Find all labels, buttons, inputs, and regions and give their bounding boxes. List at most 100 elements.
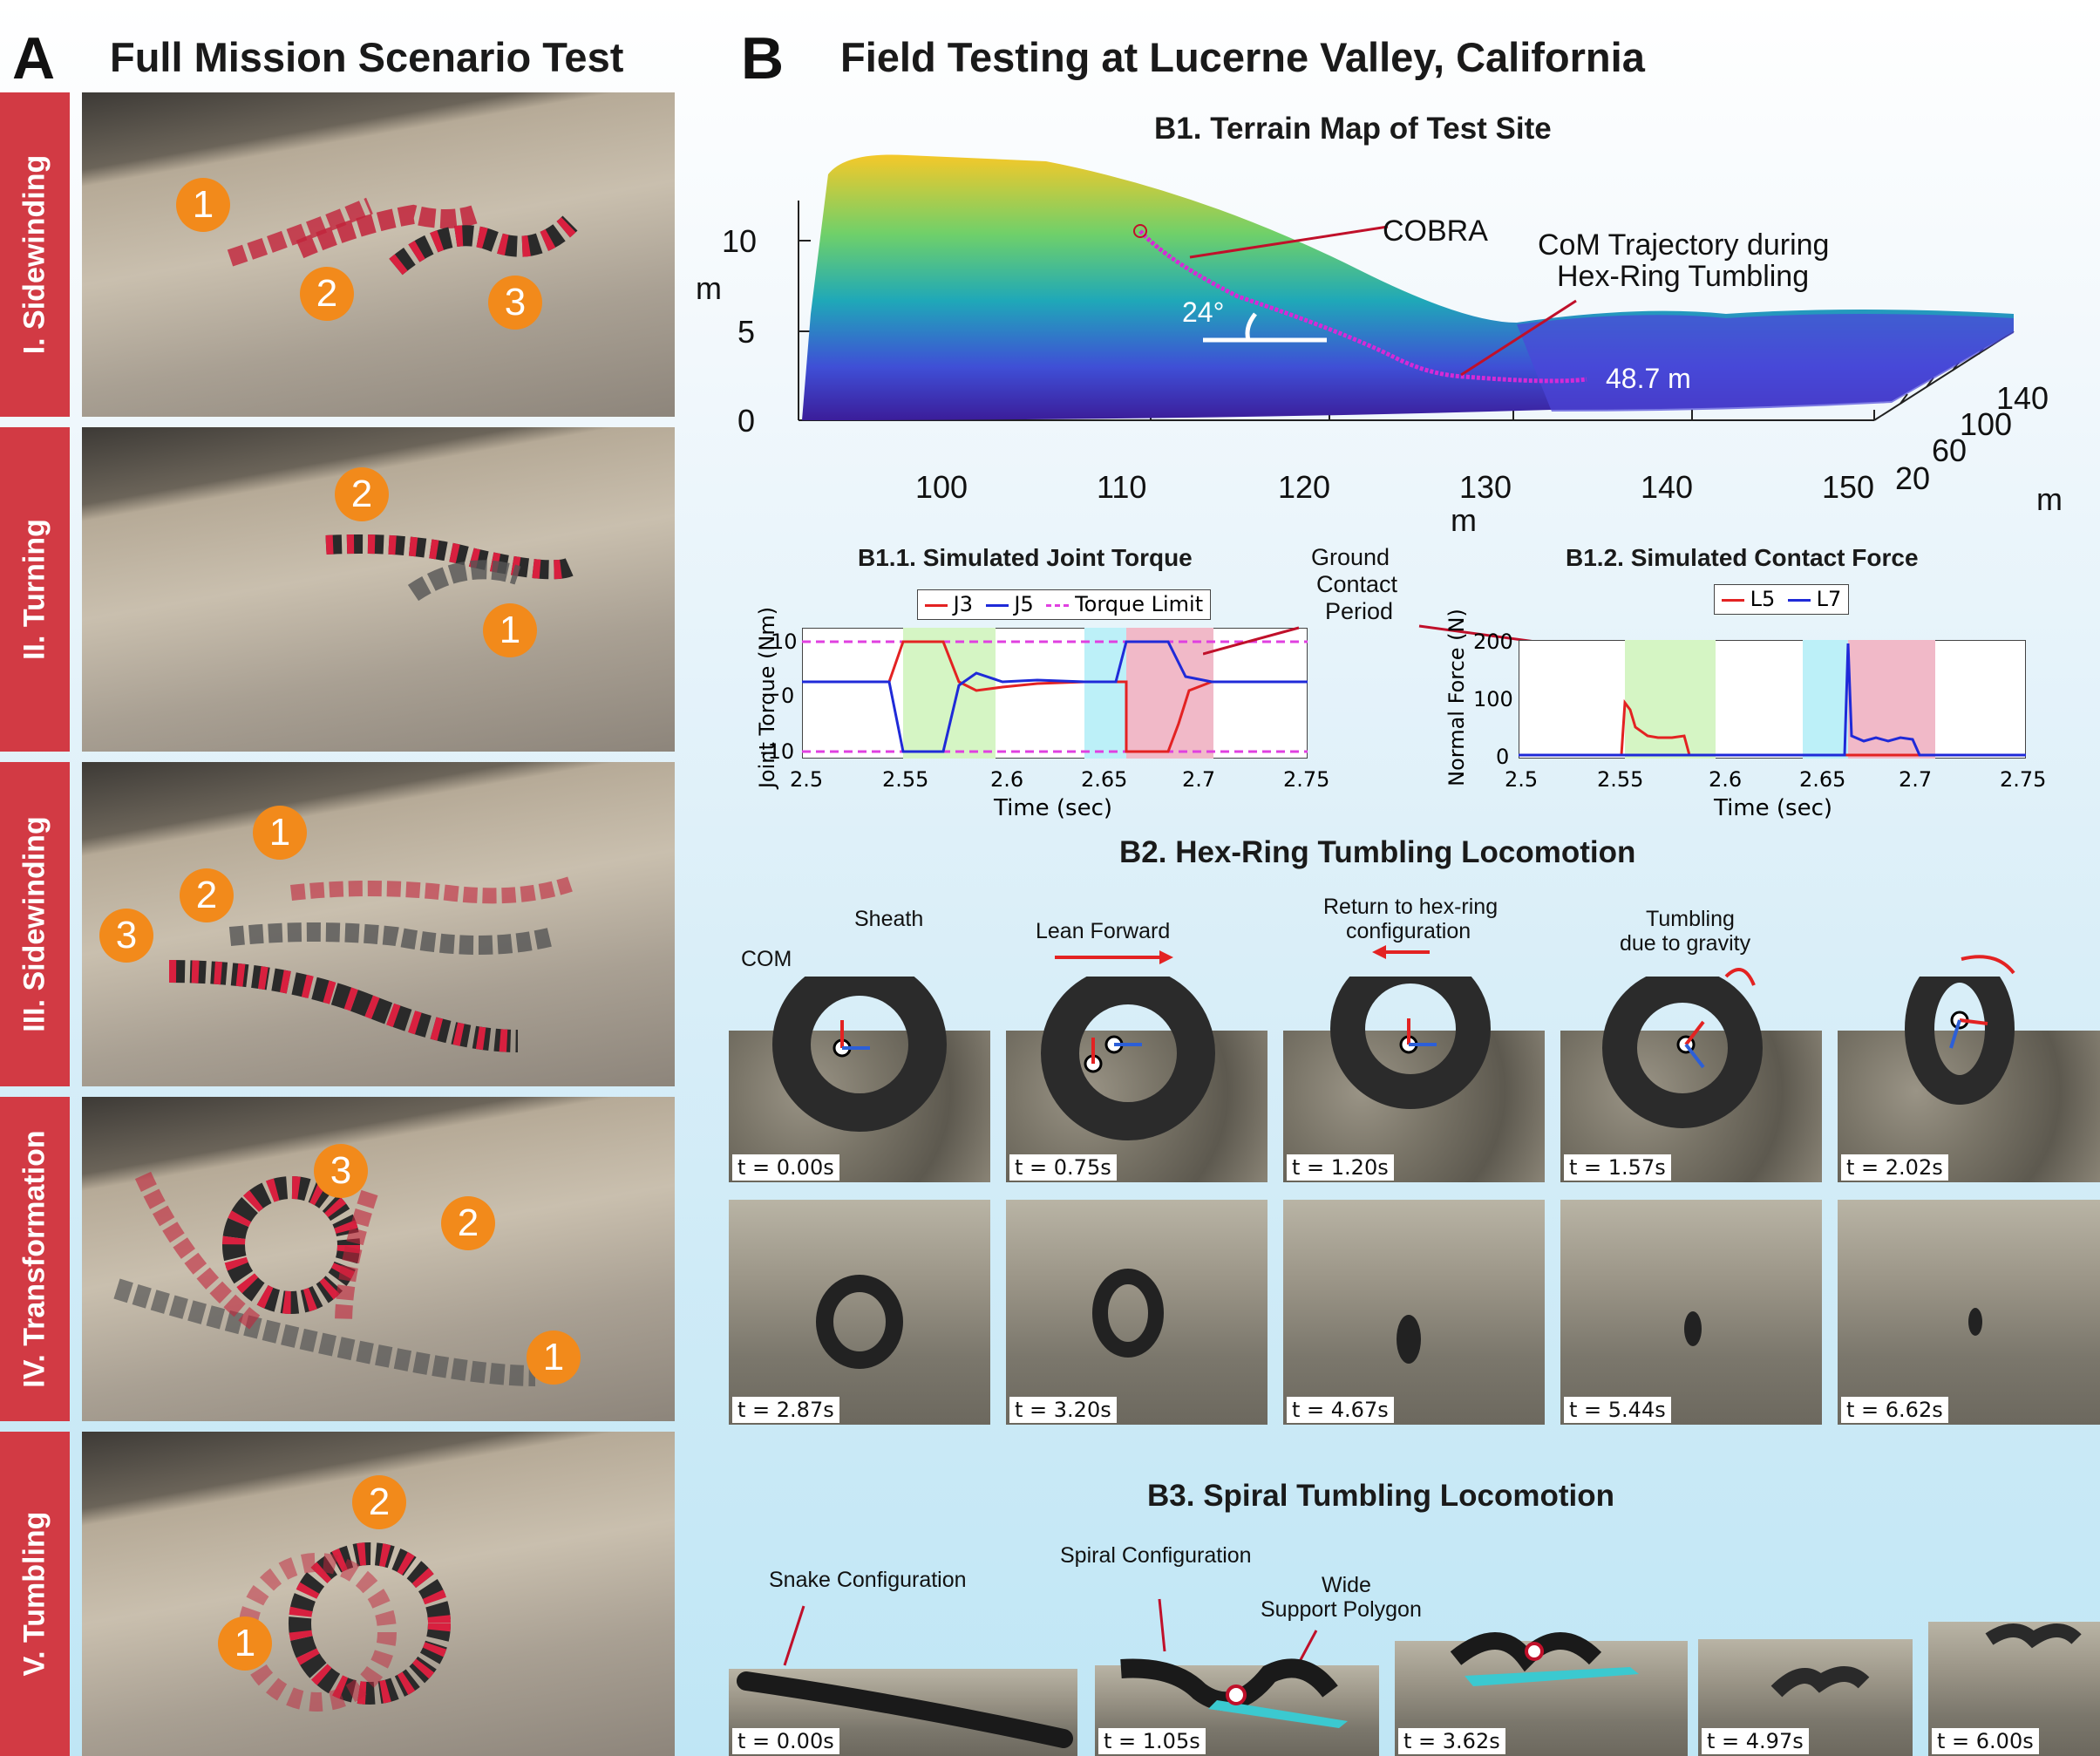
l7-line	[1519, 643, 2026, 757]
y-tick-60: 60	[1932, 432, 1967, 468]
panel-b-letter: B	[741, 25, 785, 92]
row-tab-transformation: IV. Transformation	[0, 1097, 70, 1421]
b11-ytick-neg10: -10	[760, 739, 795, 764]
badge-1: 1	[527, 1331, 581, 1385]
highlight-green	[903, 628, 996, 759]
y-axis-label: m	[2036, 481, 2063, 517]
legend-swatch-j3	[925, 604, 948, 608]
time-label: t = 0.00s	[732, 1728, 839, 1754]
panel-a-letter: A	[12, 25, 56, 92]
anno-com: COM	[741, 947, 792, 971]
anno-return-1: Return to hex-ring	[1323, 895, 1499, 919]
ground-contact-l1: Ground	[1311, 544, 1390, 570]
y-tick-100: 100	[1960, 406, 2013, 442]
time-label: t = 4.67s	[1287, 1397, 1394, 1423]
row-label: V. Tumbling	[17, 1511, 51, 1677]
b12-ylabel: Normal Force (N)	[1444, 609, 1469, 786]
hex-frame-8: t = 4.67s	[1283, 1200, 1545, 1425]
spiral-illustration	[1770, 1666, 1870, 1698]
trajectory-label-2: Hex-Ring Tumbling	[1557, 260, 1810, 293]
b11-legend: J3 J5 Torque Limit	[917, 589, 1212, 620]
highlight-pink	[1126, 628, 1213, 759]
hex-frame-5: t = 2.02s	[1838, 977, 2100, 1182]
anno-return-2: configuration	[1346, 919, 1471, 943]
l5-line	[1519, 698, 2026, 757]
b12-xtick-6: 2.75	[2000, 767, 2047, 792]
legend-swatch-limit	[1046, 604, 1070, 608]
ground-contact-l3: Period	[1325, 598, 1394, 624]
b11-ytick-0: 0	[781, 684, 795, 708]
trajectory-label-1: CoM Trajectory during	[1538, 228, 1830, 262]
snake-robot-illustration	[113, 1171, 536, 1386]
time-label: t = 3.62s	[1398, 1728, 1505, 1754]
row-tab-sidewinding-2: III. Sidewinding	[0, 762, 70, 1086]
anno-snake-config: Snake Configuration	[769, 1568, 967, 1592]
badge-1: 1	[253, 806, 307, 860]
b11-xtick-1: 2.5	[790, 767, 824, 792]
spiral-frame-5: t = 6.00s	[1928, 1622, 2100, 1756]
cobra-label: COBRA	[1383, 214, 1488, 248]
hex-frame-9: t = 5.44s	[1560, 1200, 1822, 1425]
row-tab-tumbling: V. Tumbling	[0, 1432, 70, 1756]
legend-j3: J3	[953, 592, 974, 616]
anno-wide: Wide	[1322, 1573, 1371, 1597]
b12-ytick-100: 100	[1473, 687, 1513, 711]
hex-ring-illustration	[1968, 1308, 1982, 1336]
time-label: t = 5.44s	[1564, 1397, 1671, 1423]
badge-2: 2	[352, 1475, 406, 1529]
j5-line	[802, 640, 1308, 753]
legend-l5: L5	[1750, 587, 1776, 611]
b12-xtick-4: 2.65	[1799, 767, 1846, 792]
z-ticks	[799, 240, 811, 421]
time-label: t = 1.57s	[1564, 1154, 1671, 1181]
z-tick-10: 10	[722, 223, 758, 259]
b1-title: B1. Terrain Map of Test Site	[1154, 112, 1552, 146]
spiral-illustration	[1120, 1658, 1348, 1728]
b2-title: B2. Hex-Ring Tumbling Locomotion	[1119, 835, 1636, 869]
hex-frame-4: t = 1.57s	[1560, 977, 1822, 1182]
hex-frame-1: t = 0.00s	[729, 977, 990, 1182]
snake-robot-illustration	[227, 197, 578, 276]
spiral-illustration	[1450, 1632, 1639, 1686]
panel-b-title: Field Testing at Lucerne Valley, Califor…	[840, 34, 1645, 80]
hex-ring-illustration	[772, 977, 947, 1132]
ground-contact-l2: Contact	[1316, 571, 1398, 597]
time-label: t = 3.20s	[1009, 1397, 1117, 1423]
badge-1: 1	[176, 178, 230, 232]
y-tick-20: 20	[1895, 460, 1931, 496]
torque-chart	[802, 628, 1308, 759]
time-label: t = 6.00s	[1932, 1728, 2039, 1754]
x-tick-150: 150	[1822, 469, 1875, 505]
photo-row-3: 1 2 3	[82, 762, 675, 1086]
x-tick-140: 140	[1641, 469, 1694, 505]
badge-2: 2	[441, 1196, 495, 1250]
b2-arrows	[1055, 945, 2015, 986]
time-label: t = 1.05s	[1098, 1728, 1206, 1754]
photo-row-4: 3 2 1	[82, 1097, 675, 1421]
row-label: IV. Transformation	[17, 1130, 51, 1388]
snake-robot-illustration	[325, 534, 574, 602]
anno-tumble-1: Tumbling	[1646, 907, 1735, 931]
hex-ring-illustration	[1397, 1315, 1421, 1364]
hex-frame-6: t = 2.87s	[729, 1200, 990, 1425]
time-label: t = 2.02s	[1841, 1154, 1948, 1181]
y-tick-140: 140	[1996, 380, 2049, 416]
badge-1: 1	[218, 1616, 272, 1671]
b11-xtick-3: 2.6	[990, 767, 1024, 792]
legend-swatch-l5	[1722, 599, 1744, 602]
b3-title: B3. Spiral Tumbling Locomotion	[1147, 1479, 1615, 1513]
b11-title: B1.1. Simulated Joint Torque	[858, 544, 1193, 571]
b12-ytick-200: 200	[1473, 630, 1513, 654]
hex-frame-7: t = 3.20s	[1006, 1200, 1267, 1425]
x-tick-100: 100	[915, 469, 968, 505]
com-trajectory	[1138, 229, 1587, 384]
time-label: t = 0.75s	[1009, 1154, 1117, 1181]
anno-sheath: Sheath	[854, 907, 924, 931]
legend-swatch-j5	[985, 604, 1009, 608]
badge-3: 3	[314, 1144, 368, 1198]
x-axis-label: m	[1451, 502, 1477, 538]
hex-ring-illustration	[816, 1275, 903, 1369]
b12-ytick-0: 0	[1496, 745, 1510, 769]
angle-arc	[1245, 312, 1257, 341]
hex-ring-illustration	[1905, 977, 2015, 1105]
